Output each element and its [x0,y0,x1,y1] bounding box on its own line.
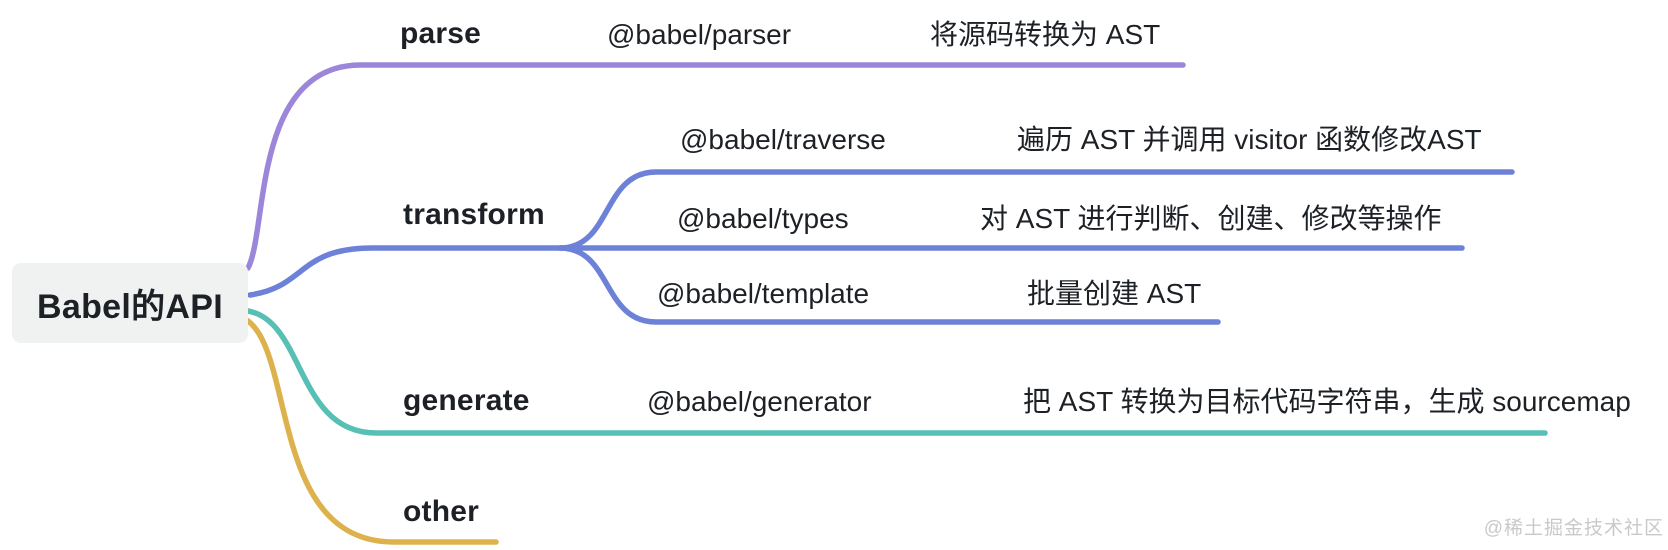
parse-branch-line [245,62,1186,271]
branch-label-other: other [403,495,479,528]
package-label-generator: @babel/generator [647,386,872,417]
transform-branch-line [247,245,1465,298]
package-label-traverse: @babel/traverse [680,124,886,155]
branch-label-parse: parse [400,17,482,50]
branch-label-transform: transform [403,198,545,231]
package-label-types: @babel/types [677,203,849,234]
generate-branch-line [245,308,1548,436]
desc-label-parser: 将源码转换为 AST [930,19,1161,50]
branch-label-generate: generate [403,384,530,417]
traverse-branch-line [557,169,1515,251]
desc-label-traverse: 遍历 AST 并调用 visitor 函数修改AST [1017,124,1482,155]
package-label-parser: @babel/parser [607,19,792,50]
desc-label-types: 对 AST 进行判断、创建、修改等操作 [980,203,1442,234]
root-node-babel-api: Babel的API [12,263,248,343]
other-branch-line [242,316,499,545]
template-branch-line [557,245,1221,325]
watermark: @稀土掘金技术社区 [1483,518,1664,539]
root-node-label: Babel的API [37,287,223,326]
package-label-template: @babel/template [657,278,870,309]
desc-label-generator: 把 AST 转换为目标代码字符串，生成 sourcemap [1023,386,1631,417]
desc-label-template: 批量创建 AST [1027,278,1202,309]
